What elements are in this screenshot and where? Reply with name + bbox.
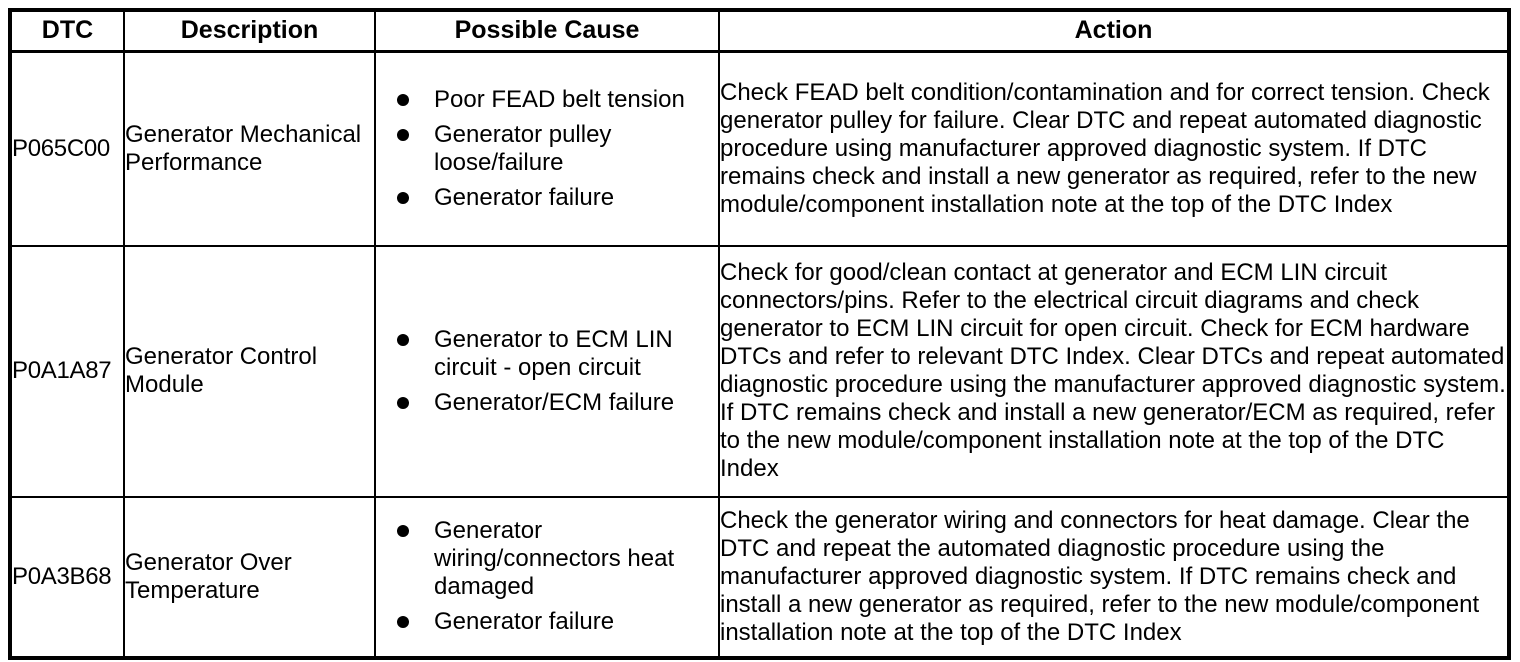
- cause-item: Generator wiring/connectors heat damaged: [377, 517, 717, 601]
- cause-text: Generator failure: [434, 183, 615, 211]
- cause-text: Generator/ECM failure: [434, 388, 675, 416]
- cause-list: Generator to ECM LIN circuit - open circ…: [377, 325, 717, 417]
- col-header-possible-cause: Possible Cause: [374, 9, 720, 53]
- table-row: P0A1A87 Generator Control Module Generat…: [9, 244, 1510, 498]
- bullet-icon: [397, 128, 409, 141]
- dtc-description: Generator Control Module: [123, 244, 376, 498]
- action-text: Check for good/clean contact at generato…: [718, 244, 1510, 498]
- col-header-dtc: DTC: [9, 9, 125, 53]
- bullet-icon: [397, 333, 409, 346]
- cause-text: Generator pulley loose/failure: [434, 120, 612, 176]
- cause-item: Generator/ECM failure: [377, 388, 717, 417]
- dtc-code: P0A3B68: [9, 495, 125, 659]
- action-text: Check FEAD belt condition/contamination …: [718, 50, 1510, 247]
- cause-text: Generator to ECM LIN circuit - open circ…: [434, 325, 673, 381]
- header-row: DTC Description Possible Cause Action: [9, 9, 1510, 53]
- bullet-icon: [397, 616, 409, 628]
- bullet-icon: [397, 93, 409, 106]
- cause-item: Poor FEAD belt tension: [377, 85, 717, 114]
- dtc-description: Generator Over Temperature: [123, 495, 376, 659]
- dtc-code: P0A1A87: [9, 244, 125, 498]
- dtc-description: Generator Mechanical Performance: [123, 50, 376, 247]
- table-row: P065C00 Generator Mechanical Performance…: [9, 50, 1510, 247]
- col-header-action: Action: [718, 9, 1510, 53]
- dtc-code: P065C00: [9, 50, 125, 247]
- cause-item: Generator failure: [377, 608, 717, 636]
- col-header-description: Description: [123, 9, 376, 53]
- cause-item: Generator failure: [377, 183, 717, 212]
- cause-text: Poor FEAD belt tension: [434, 85, 685, 113]
- table-row: P0A3B68 Generator Over Temperature Gener…: [9, 495, 1510, 659]
- cause-text: Generator failure: [434, 608, 615, 635]
- possible-causes-cell: Poor FEAD belt tension Generator pulley …: [374, 50, 720, 247]
- dtc-index-table: DTC Description Possible Cause Action P0…: [8, 8, 1511, 660]
- bullet-icon: [397, 191, 409, 204]
- cause-list: Poor FEAD belt tension Generator pulley …: [377, 85, 717, 212]
- possible-causes-cell: Generator to ECM LIN circuit - open circ…: [374, 244, 720, 498]
- bullet-icon: [397, 525, 409, 537]
- bullet-icon: [397, 396, 409, 409]
- cause-text: Generator wiring/connectors heat damaged: [434, 517, 675, 600]
- cause-item: Generator pulley loose/failure: [377, 120, 717, 177]
- possible-causes-cell: Generator wiring/connectors heat damaged…: [374, 495, 720, 659]
- cause-list: Generator wiring/connectors heat damaged…: [377, 517, 717, 636]
- cause-item: Generator to ECM LIN circuit - open circ…: [377, 325, 717, 382]
- action-text: Check the generator wiring and connector…: [718, 495, 1510, 659]
